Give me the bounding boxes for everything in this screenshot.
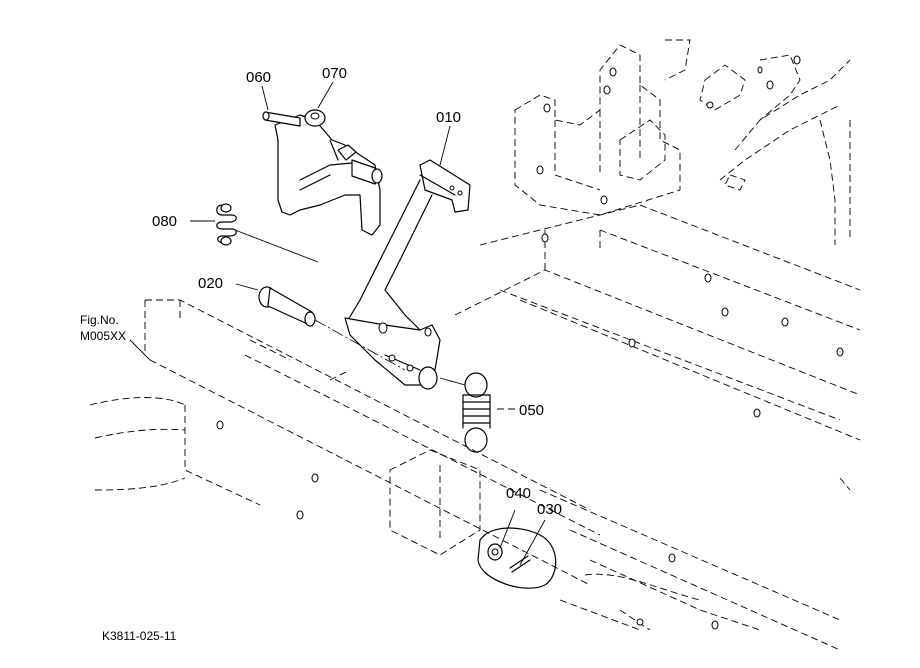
fig-no-label: Fig.No. (80, 313, 119, 327)
fig-no-value: M005XX (80, 329, 126, 343)
large-spring-part (439, 372, 517, 453)
main-frame (89, 299, 841, 651)
pedal-arm-part (344, 159, 471, 390)
label-050: 050 (519, 402, 544, 419)
chassis-frame (454, 204, 861, 491)
washer-pin-part (477, 509, 557, 589)
fig-leader-line (129, 339, 151, 361)
right-structure (664, 39, 851, 245)
small-spring-part (216, 203, 319, 263)
label-030: 030 (537, 501, 562, 518)
label-070: 070 (322, 65, 347, 82)
lever-bracket-part (262, 109, 383, 236)
pin-part (258, 286, 406, 371)
label-010: 010 (436, 109, 461, 126)
label-020: 020 (198, 275, 223, 292)
label-080: 080 (152, 213, 177, 230)
label-060: 060 (246, 69, 271, 86)
upper-bracket (514, 44, 681, 250)
drawing-code: K3811-025-11 (102, 629, 177, 643)
label-040: 040 (506, 485, 531, 502)
